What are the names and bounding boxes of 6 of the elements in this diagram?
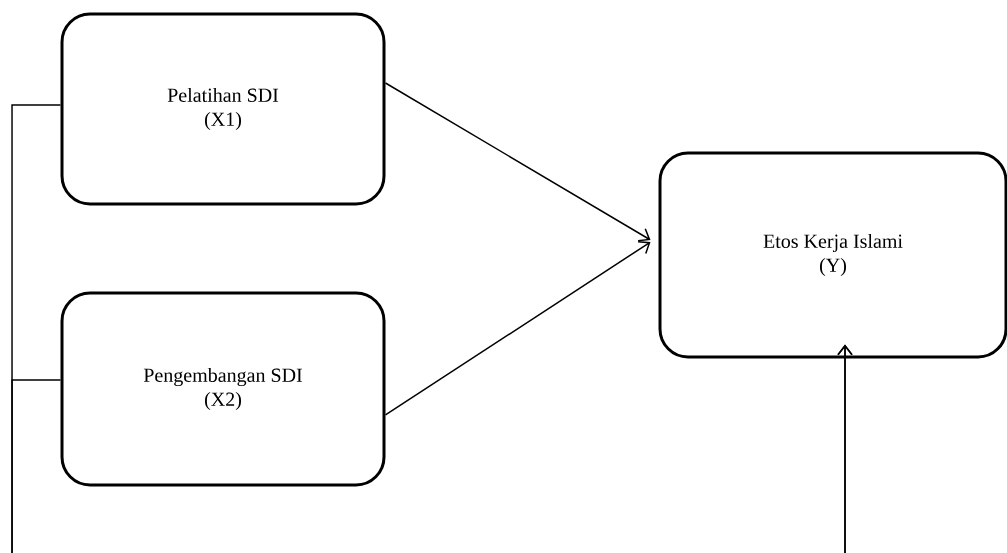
variable-box: Etos Kerja Islami (Y) — [658, 151, 1007, 359]
variable-box: Pengembangan SDI (X2) — [60, 291, 386, 487]
variable-box: Pelatihan SDI (X1) — [60, 12, 386, 206]
arrow — [384, 240, 651, 416]
arrow — [11, 344, 853, 553]
arrow — [384, 82, 651, 242]
